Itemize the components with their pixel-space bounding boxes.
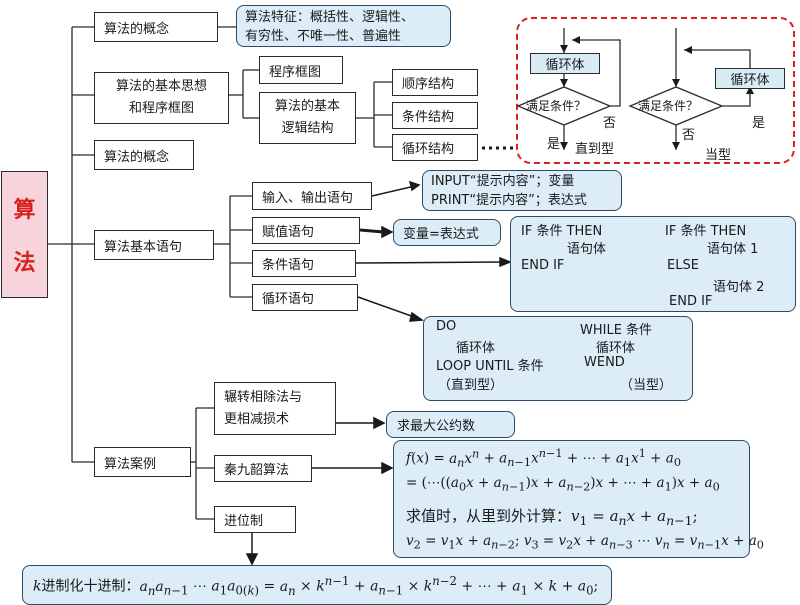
logic-structure-node[interactable]: 算法的基本 逻辑结构 bbox=[259, 92, 356, 144]
concept-note-line1: 算法特征：概括性、逻辑性、 bbox=[245, 10, 415, 25]
case-euclid-line2: 更相减损术 bbox=[224, 411, 290, 427]
until-loop-body: 循环体 bbox=[530, 53, 600, 74]
structure-conditional-label: 条件结构 bbox=[402, 110, 455, 125]
qin-formula-box: f(x) = anxn + an−1xn−1 + ⋯ + a1x1 + a0 =… bbox=[393, 440, 764, 558]
branch-concept-2[interactable]: 算法的概念 bbox=[94, 140, 194, 170]
branch-basic-idea[interactable]: 算法的基本思想 和程序框图 bbox=[94, 72, 229, 124]
io-note-line2: PRINT“提示内容”；表达式 bbox=[431, 193, 587, 208]
branch-concept-2-label: 算法的概念 bbox=[104, 149, 170, 165]
if-left-line3: END IF bbox=[521, 258, 565, 273]
loop-block: DO 循环体 LOOP UNTIL 条件 （直到型） WHILE 条件 循环体 … bbox=[423, 316, 693, 401]
while-no-label: 否 bbox=[682, 128, 696, 143]
io-note: INPUT“提示内容”；变量 PRINT“提示内容”；表达式 bbox=[422, 170, 622, 211]
branch-basic-idea-line2: 和程序框图 bbox=[128, 101, 194, 116]
while-yes-label: 是 bbox=[752, 116, 766, 131]
branch-statements[interactable]: 算法基本语句 bbox=[94, 230, 214, 260]
until-condition: 满足条件？ bbox=[526, 99, 587, 113]
case-euclid-line1: 辗转相除法与 bbox=[224, 389, 303, 405]
loop-left-line3: LOOP UNTIL 条件 bbox=[436, 359, 544, 374]
while-type-label: 当型 bbox=[705, 148, 732, 163]
stmt-io-label: 输入、输出语句 bbox=[262, 190, 354, 206]
if-block: IF 条件 THEN 语句体 END IF IF 条件 THEN 语句体 1 E… bbox=[510, 216, 796, 312]
until-no-label: 否 bbox=[603, 116, 617, 131]
program-chart-node[interactable]: 程序框图 bbox=[259, 56, 343, 84]
if-left-line1: IF 条件 THEN bbox=[521, 224, 603, 239]
structure-sequence[interactable]: 顺序结构 bbox=[392, 69, 478, 96]
structure-loop[interactable]: 循环结构 bbox=[392, 134, 478, 161]
until-yes-label: 是 bbox=[547, 137, 561, 152]
root-char-2: 法 bbox=[13, 250, 36, 276]
case-euclid[interactable]: 辗转相除法与 更相减损术 bbox=[214, 382, 336, 435]
branch-concept-1-label: 算法的概念 bbox=[104, 21, 170, 37]
branch-concept-1[interactable]: 算法的概念 bbox=[94, 12, 218, 42]
until-type-label: 直到型 bbox=[575, 142, 615, 157]
stmt-cond-label: 条件语句 bbox=[262, 258, 315, 273]
stmt-loop[interactable]: 循环语句 bbox=[252, 284, 358, 311]
loop-right-line2: 循环体 bbox=[596, 341, 636, 356]
branch-basic-idea-line1: 算法的基本思想 bbox=[115, 79, 207, 94]
base-conversion-box: k进制化十进制：anan−1 ⋯ a1a0(k) = an × kn−1 + a… bbox=[22, 565, 612, 605]
if-right-line4: 语句体 2 bbox=[713, 280, 765, 295]
case-base[interactable]: 进位制 bbox=[214, 506, 296, 533]
io-note-line1: INPUT“提示内容”；变量 bbox=[431, 174, 575, 189]
logic-line2: 逻辑结构 bbox=[281, 121, 334, 136]
gcd-note-label: 求最大公约数 bbox=[397, 419, 476, 434]
if-right-line5: END IF bbox=[669, 294, 713, 309]
logic-line1: 算法的基本 bbox=[274, 99, 340, 114]
case-qin-label: 秦九韶算法 bbox=[224, 463, 290, 478]
branch-statements-label: 算法基本语句 bbox=[104, 239, 183, 255]
structure-sequence-label: 顺序结构 bbox=[402, 77, 455, 92]
stmt-assign-label: 赋值语句 bbox=[262, 225, 315, 240]
loop-right-line4: （当型） bbox=[620, 378, 673, 393]
loop-left-line1: DO bbox=[436, 319, 457, 334]
qin-eval-text: 求值时，从里到外计算： bbox=[406, 507, 572, 525]
qin-formula-line2: = (⋯((a0x + an−1)x + an−2)x + ⋯ + a1)x +… bbox=[406, 475, 720, 494]
branch-cases-label: 算法案例 bbox=[104, 456, 157, 472]
assign-note-label: 变量=表达式 bbox=[403, 227, 479, 242]
if-right-line3: ELSE bbox=[667, 258, 699, 273]
loop-right-line3: WEND bbox=[584, 355, 625, 370]
case-base-label: 进位制 bbox=[224, 514, 264, 529]
if-right-line2: 语句体 1 bbox=[707, 242, 759, 257]
assign-note: 变量=表达式 bbox=[393, 219, 501, 246]
root-char-1: 算 bbox=[13, 198, 36, 224]
stmt-cond[interactable]: 条件语句 bbox=[252, 250, 356, 277]
stmt-loop-label: 循环语句 bbox=[262, 292, 315, 307]
gcd-note: 求最大公约数 bbox=[386, 411, 515, 438]
stmt-assign[interactable]: 赋值语句 bbox=[252, 217, 360, 244]
until-loop-body-label: 循环体 bbox=[545, 58, 585, 73]
branch-cases[interactable]: 算法案例 bbox=[94, 447, 191, 477]
while-loop-body-label: 循环体 bbox=[730, 73, 770, 88]
case-qin[interactable]: 秦九韶算法 bbox=[214, 455, 312, 482]
loop-right-line1: WHILE 条件 bbox=[580, 323, 653, 338]
program-chart-label: 程序框图 bbox=[269, 64, 322, 80]
structure-loop-label: 循环结构 bbox=[402, 142, 455, 157]
while-loop-body: 循环体 bbox=[715, 68, 785, 89]
structure-conditional[interactable]: 条件结构 bbox=[392, 102, 478, 129]
loop-left-line4: （直到型） bbox=[438, 378, 504, 393]
qin-formula-line4: v2 = v1x + an−2; v3 = v2x + an−3 ⋯ vn = … bbox=[406, 533, 764, 552]
if-right-line1: IF 条件 THEN bbox=[665, 224, 747, 239]
stmt-io[interactable]: 输入、输出语句 bbox=[252, 182, 372, 210]
qin-formula-line1: f(x) = anxn + an−1xn−1 + ⋯ + a1x1 + a0 bbox=[406, 447, 682, 470]
qin-formula-line3: 求值时，从里到外计算：v1 = anx + an−1; bbox=[406, 507, 698, 528]
if-left-line2: 语句体 bbox=[567, 242, 607, 257]
root-node: 算 法 bbox=[1, 171, 48, 298]
loop-left-line2: 循环体 bbox=[456, 341, 496, 356]
concept-note-line2: 有穷性、不唯一性、普遍性 bbox=[245, 29, 402, 44]
concept-note: 算法特征：概括性、逻辑性、 有穷性、不唯一性、普遍性 bbox=[236, 5, 451, 47]
while-condition: 满足条件？ bbox=[638, 99, 699, 113]
